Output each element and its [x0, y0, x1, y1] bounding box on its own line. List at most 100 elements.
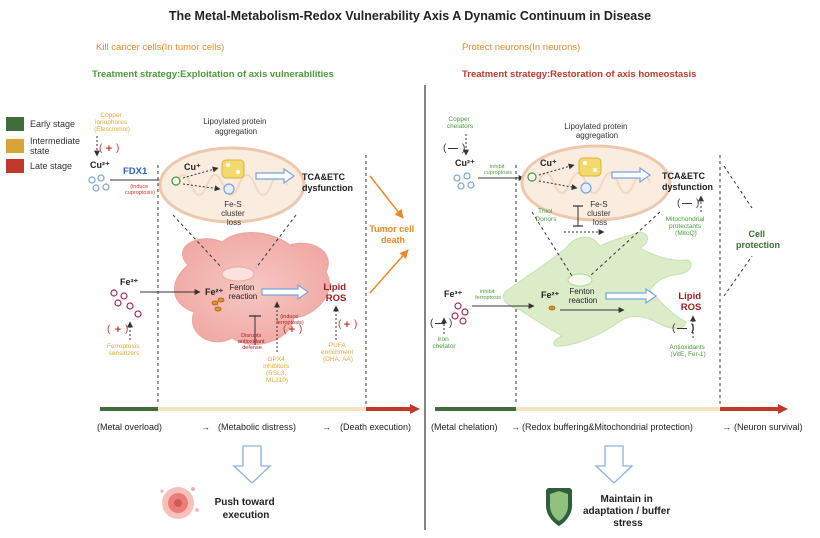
legend-swatch-late [6, 159, 24, 173]
protection-line-1 [723, 165, 753, 209]
tumor-cell [173, 232, 330, 345]
svg-text:+: + [289, 324, 295, 336]
right-outcome-label: Maintain in adaptation / buffer stress [583, 494, 673, 529]
svg-text:): ) [299, 324, 302, 335]
induce-ferroptosis-label: (induce ferroptosis) [276, 314, 304, 326]
svg-text:(: ( [677, 198, 681, 209]
left-fe3-ions [110, 289, 142, 318]
left-plus-sensitizer: ( + ) [107, 324, 128, 336]
iron-chelator-label: Iron chelator [432, 336, 456, 350]
right-protein-aggregate [578, 157, 602, 177]
svg-text:(: ( [443, 143, 447, 154]
right-fe2-ion [548, 305, 556, 311]
svg-text:(: ( [672, 323, 676, 334]
right-zoom-line-1 [531, 211, 573, 277]
pufa-label: PUFA enrichment (DHA, AA) [321, 342, 355, 363]
left-fe3-label: Fe³⁺ [120, 277, 139, 287]
gpx4-inhibitors-label: GPX4 inhibitors (RSL3, ML210) [263, 356, 291, 384]
legend-label-intermediate: Intermediate state [30, 136, 81, 156]
copper-chelators-label: Copper chelators [447, 116, 474, 130]
left-cu-ions [88, 174, 110, 192]
neuron-cell [503, 231, 692, 347]
left-cu2-label: Cu²⁺ [90, 160, 110, 170]
thiol-inhibit-symbol [573, 205, 583, 227]
ferroptosis-sensitizers-label: Ferroptosis sensitizers [107, 343, 141, 357]
right-fes-cluster-icon [580, 182, 592, 194]
right-fe3-label: Fe³⁺ [444, 289, 463, 299]
right-fenton-arrow [605, 287, 658, 305]
right-lipoylated-label: Lipoylated protein aggregation [564, 122, 629, 140]
legend-label-early: Early stage [30, 119, 76, 129]
legend-swatch-intermediate [6, 139, 24, 153]
left-lipoylated-label: Lipoylated protein aggregation [203, 117, 268, 136]
right-down-arrow [594, 445, 634, 484]
svg-text:(Neuron survival): (Neuron survival) [734, 422, 803, 432]
right-cu1-ion [527, 172, 537, 182]
right-fes-label: Fe-S cluster loss [587, 200, 613, 227]
dying-cell-icon [160, 487, 199, 519]
right-timeline-mid [516, 407, 720, 411]
left-strategy: Treatment strategy:Exploitation of axis … [92, 69, 334, 80]
right-timeline-late [720, 407, 778, 411]
right-minus-chelator: ( — ) [443, 143, 465, 154]
right-timeline-early [435, 407, 516, 411]
fdx1-label: FDX1 [123, 166, 148, 177]
right-mitochondrion [520, 144, 672, 222]
page-title: The Metal-Metabolism-Redox Vulnerability… [169, 9, 651, 23]
svg-text:(Metabolic distress): (Metabolic distress) [218, 422, 296, 432]
svg-text:(Death execution): (Death execution) [340, 422, 411, 432]
svg-text:): ) [116, 143, 119, 154]
right-cu1-label: Cu⁺ [540, 158, 557, 168]
right-cu-ions [453, 172, 475, 190]
svg-text:+: + [115, 324, 121, 336]
svg-text:—: — [682, 198, 692, 209]
left-down-arrow [232, 445, 272, 484]
left-outcome-label: Push toward execution [215, 497, 278, 521]
right-fe3-ions [451, 302, 469, 325]
left-zoom-line-2 [255, 214, 297, 269]
right-tca-arrow [611, 166, 652, 184]
svg-text:+: + [344, 319, 350, 331]
right-strategy: Treatment strategy:Restoration of axis h… [462, 69, 696, 80]
antioxidants-label: Antioxidants (VitE, Fer-1) [669, 344, 706, 358]
right-minus-iron: ( — ) [430, 318, 452, 329]
svg-text:—: — [677, 323, 687, 334]
left-heading: Kill cancer cells(In tumor cells) [96, 42, 224, 53]
left-fenton-label: Fenton reaction [229, 283, 257, 301]
svg-text:—: — [435, 318, 445, 329]
left-fes-cluster-icon [223, 183, 235, 195]
svg-text:(: ( [338, 319, 342, 330]
left-timeline-late [366, 407, 410, 411]
left-zoom-line-1 [172, 214, 223, 269]
right-zoom-line-2 [589, 211, 661, 277]
left-plus-ionophore: ( + ) [99, 143, 119, 155]
svg-text:): ) [696, 198, 699, 209]
right-cu2-label: Cu²⁺ [455, 158, 475, 168]
shield-icon [546, 488, 572, 526]
cell-protection-label: Cell protection [736, 229, 780, 250]
inhibit-ferroptosis-label: inhibit ferroptosis [475, 289, 501, 301]
left-cu1-label: Cu⁺ [184, 162, 201, 172]
right-timeline-labels: (Metal chelation) → (Redox buffering&Mit… [431, 422, 803, 432]
left-tca-arrow [255, 167, 296, 185]
svg-text:(Metal overload): (Metal overload) [97, 422, 162, 432]
legend-label-late: Late stage [30, 161, 73, 171]
left-timeline-arrowhead [410, 404, 420, 414]
neuron-nucleus [567, 273, 593, 287]
svg-text:→: → [201, 422, 210, 432]
svg-text:(: ( [99, 143, 103, 154]
left-fe2-label: Fe²⁺ [205, 287, 224, 297]
svg-text:→: → [511, 422, 520, 432]
right-cu-to-fes [538, 180, 578, 190]
left-lipid-ros-label: Lipid ROS [323, 282, 348, 304]
protection-line-2 [723, 255, 753, 297]
tumor-nucleus [221, 266, 255, 282]
mito-protectants-label: Mitochondrial protectants (MitoQ) [666, 216, 706, 237]
inhibit-cuproptosis-label: inhibit cuproptosis [484, 164, 512, 176]
left-plus-gpx4: ( + ) [283, 324, 302, 336]
svg-text:): ) [125, 324, 128, 335]
right-fenton-label: Fenton reaction [569, 287, 597, 305]
tca-to-death-arrow [369, 175, 404, 219]
left-timeline-early [100, 407, 158, 411]
